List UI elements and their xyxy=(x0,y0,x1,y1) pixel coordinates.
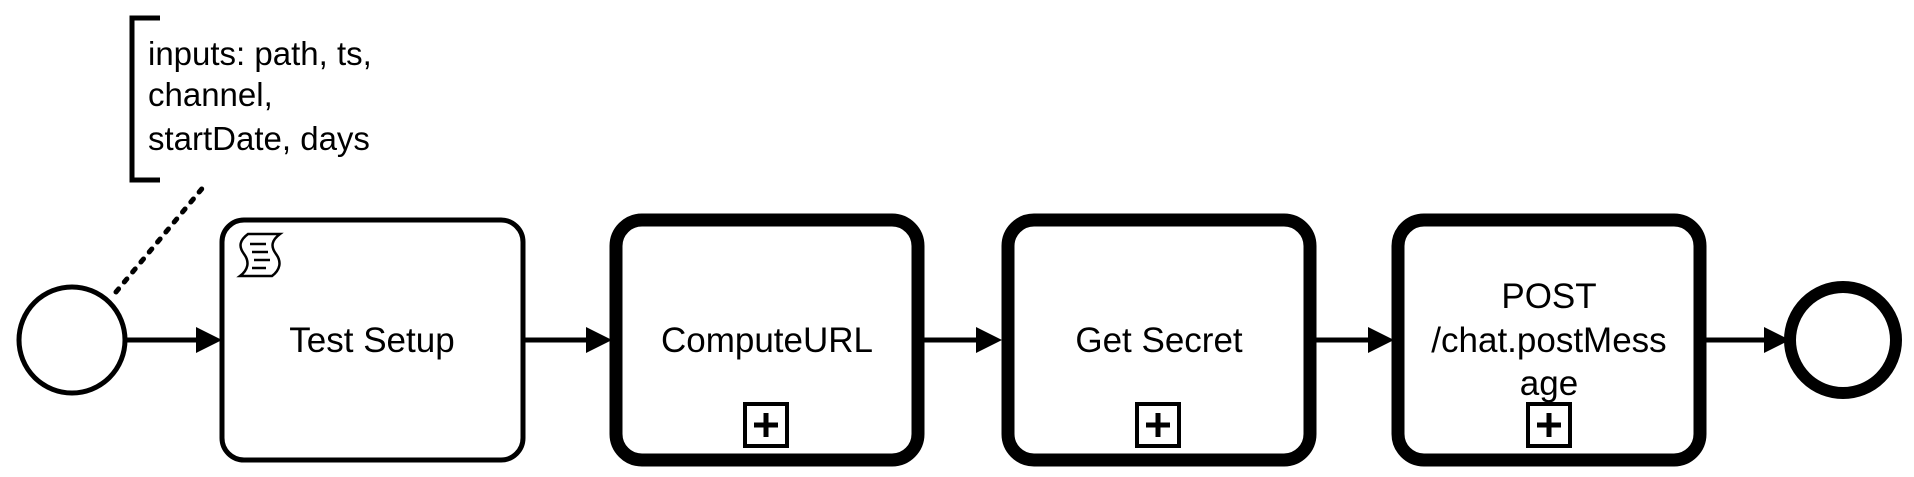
text-annotation[interactable]: inputs: path, ts, channel, startDate, da… xyxy=(129,15,372,183)
task-post-chat-message[interactable]: POST /chat.postMess age xyxy=(1391,213,1707,467)
expand-icon xyxy=(1135,402,1181,448)
annotation-association xyxy=(113,182,208,295)
expand-icon xyxy=(743,402,789,448)
task-box xyxy=(219,217,526,463)
task-get-secret[interactable]: Get Secret xyxy=(1001,213,1317,467)
task-compute-url[interactable]: ComputeURL xyxy=(609,213,925,467)
task-label: Test Setup xyxy=(289,321,454,360)
annotation-line-3: startDate, days xyxy=(148,120,370,157)
task-box xyxy=(1391,213,1707,467)
task-label-line-1: POST xyxy=(1501,277,1596,316)
arrowhead-icon xyxy=(196,327,222,353)
sequence-flows xyxy=(125,327,1790,353)
task-box xyxy=(1001,213,1317,467)
annotation-line-2: channel, xyxy=(148,76,273,113)
annotation-line-1: inputs: path, ts, xyxy=(148,35,372,72)
task-label-line-3: age xyxy=(1520,364,1578,403)
end-event[interactable] xyxy=(1784,281,1902,399)
arrowhead-icon xyxy=(1764,327,1790,353)
annotation-bracket xyxy=(129,15,160,183)
arrowhead-icon xyxy=(1368,327,1394,353)
task-box xyxy=(609,213,925,467)
task-label: ComputeURL xyxy=(661,321,873,360)
task-test-setup[interactable]: Test Setup xyxy=(219,217,526,463)
script-icon xyxy=(236,232,284,278)
arrowhead-icon xyxy=(976,327,1002,353)
task-label: Get Secret xyxy=(1075,321,1243,360)
expand-icon xyxy=(1526,402,1572,448)
start-event[interactable] xyxy=(16,284,128,396)
task-label-line-2: /chat.postMess xyxy=(1431,321,1666,360)
arrowhead-icon xyxy=(586,327,612,353)
